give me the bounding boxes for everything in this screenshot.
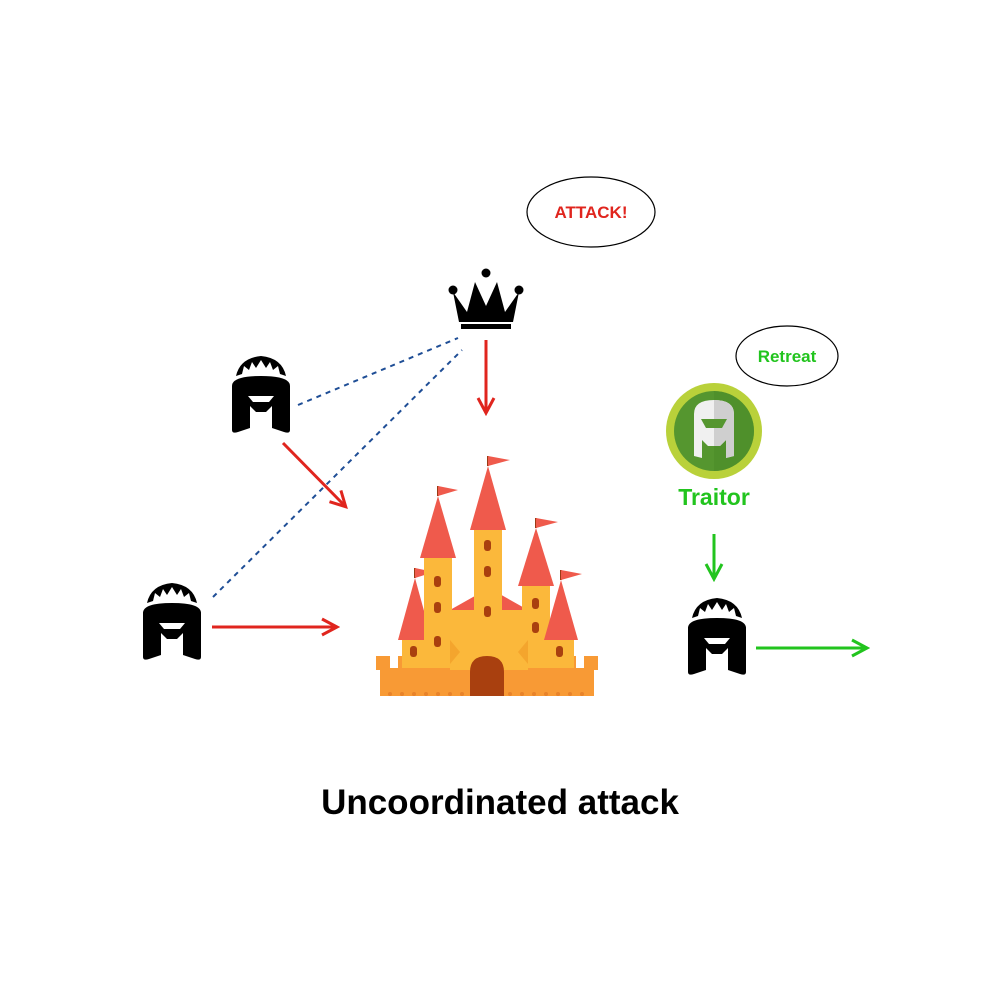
king-speech-bubble [526, 176, 656, 248]
crown-icon [448, 268, 524, 329]
general-top-helmet-icon [232, 356, 290, 433]
arrow-general-top-attack [281, 441, 345, 506]
castle-icon [376, 456, 598, 696]
general-right-helmet-icon [688, 598, 746, 675]
general-left-helmet-icon [143, 583, 201, 660]
diagram-title: Uncoordinated attack [321, 783, 679, 822]
traitor-speech-bubble [735, 325, 839, 387]
link-king-general-left [212, 349, 463, 598]
traitor-helmet-icon [666, 383, 762, 479]
king-speech-text: ATTACK! [554, 203, 628, 222]
link-king-general-top [297, 337, 459, 406]
traitor-label: Traitor [678, 484, 750, 510]
traitor-speech-text: Retreat [757, 347, 817, 366]
